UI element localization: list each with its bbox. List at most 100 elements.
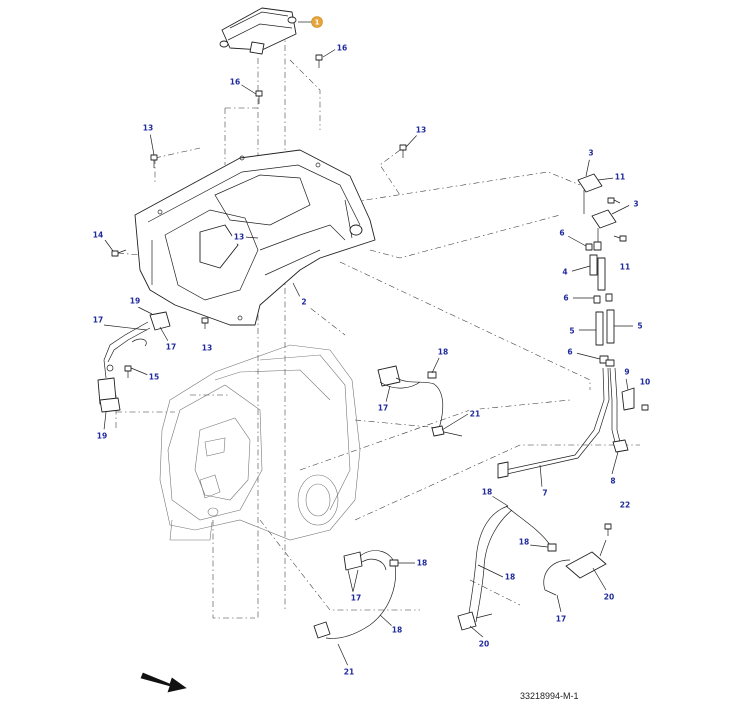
callout-1: 1 bbox=[311, 16, 323, 28]
callout-5b: 5 bbox=[633, 319, 647, 333]
callout-18d: 18 bbox=[503, 570, 517, 584]
callout-number: 1 bbox=[315, 19, 320, 27]
callout-number: 15 bbox=[149, 373, 159, 382]
callout-number: 17 bbox=[351, 594, 361, 603]
callout-11b: 11 bbox=[618, 260, 632, 274]
callout-number: 13 bbox=[143, 124, 153, 133]
callout-18b: 18 bbox=[480, 485, 494, 499]
bolt-22 bbox=[604, 523, 612, 536]
callout-number: 21 bbox=[344, 668, 354, 677]
bolt-15 bbox=[124, 365, 132, 378]
callout-number: 3 bbox=[633, 200, 638, 209]
callout-number: 16 bbox=[337, 44, 347, 53]
bolt-13a bbox=[150, 154, 158, 168]
bolt-11a bbox=[607, 197, 621, 204]
callout-number: 18 bbox=[482, 488, 492, 497]
bolt-11b bbox=[613, 235, 627, 242]
callout-19a: 19 bbox=[128, 294, 142, 308]
callout-18e: 18 bbox=[415, 556, 429, 570]
callout-number: 11 bbox=[615, 173, 625, 182]
callout-number: 18 bbox=[392, 626, 402, 635]
callout-number: 21 bbox=[470, 410, 480, 419]
callout-number: 19 bbox=[130, 297, 140, 306]
callout-number: 6 bbox=[559, 229, 564, 238]
bolt-10 bbox=[641, 404, 649, 411]
callout-number: 6 bbox=[567, 348, 572, 357]
callout-10: 10 bbox=[638, 375, 652, 389]
callout-number: 5 bbox=[569, 327, 574, 336]
callout-number: 10 bbox=[640, 378, 650, 387]
callout-17c: 17 bbox=[376, 401, 390, 415]
callout-8: 8 bbox=[606, 474, 620, 488]
callout-number: 16 bbox=[230, 78, 240, 87]
direction-arrow bbox=[140, 672, 187, 693]
callout-number: 19 bbox=[97, 432, 107, 441]
left-sensor-harness bbox=[97, 311, 171, 413]
drawing-reference-code: 33218994-M-1 bbox=[520, 691, 579, 701]
callout-11a: 11 bbox=[613, 170, 627, 184]
callout-7: 7 bbox=[538, 486, 552, 500]
callout-5a: 5 bbox=[565, 324, 579, 338]
callout-number: 17 bbox=[378, 404, 388, 413]
callout-number: 9 bbox=[624, 368, 629, 377]
callout-16b: 16 bbox=[228, 75, 242, 89]
callout-21a: 21 bbox=[468, 407, 482, 421]
callout-number: 18 bbox=[519, 538, 529, 547]
callout-number: 20 bbox=[479, 640, 489, 649]
callout-22: 22 bbox=[618, 498, 632, 512]
callout-number: 5 bbox=[637, 322, 642, 331]
bolt-16b bbox=[255, 90, 263, 104]
hose-fittings bbox=[585, 243, 615, 367]
bolt-13d bbox=[201, 317, 209, 329]
callout-number: 13 bbox=[202, 344, 212, 353]
callout-6c: 6 bbox=[563, 345, 577, 359]
callout-20a: 20 bbox=[477, 637, 491, 651]
leader-lines bbox=[103, 21, 634, 667]
callout-13a: 13 bbox=[141, 121, 155, 135]
callout-number: 20 bbox=[604, 593, 614, 602]
callout-13c: 13 bbox=[232, 230, 246, 244]
callout-number: 2 bbox=[301, 298, 306, 307]
callout-6a: 6 bbox=[555, 226, 569, 240]
callout-number: 14 bbox=[93, 231, 103, 240]
middle-sensor-harness bbox=[377, 365, 463, 437]
callout-13d: 13 bbox=[200, 341, 214, 355]
callout-17a: 17 bbox=[91, 313, 105, 327]
callout-18c: 18 bbox=[517, 535, 531, 549]
callout-13b: 13 bbox=[414, 123, 428, 137]
callout-number: 22 bbox=[620, 501, 630, 510]
callout-6b: 6 bbox=[559, 291, 573, 305]
callout-18f: 18 bbox=[390, 623, 404, 637]
callout-20b: 20 bbox=[602, 590, 616, 604]
callout-number: 17 bbox=[556, 615, 566, 624]
callout-number: 13 bbox=[234, 233, 244, 242]
callout-number: 4 bbox=[562, 268, 567, 277]
callout-number: 18 bbox=[438, 348, 448, 357]
callout-4: 4 bbox=[558, 265, 572, 279]
callout-19b: 19 bbox=[95, 429, 109, 443]
callout-15: 15 bbox=[147, 370, 161, 384]
callout-17d: 17 bbox=[349, 591, 363, 605]
callout-number: 6 bbox=[563, 294, 568, 303]
callout-17e: 17 bbox=[554, 612, 568, 626]
pressure-sensors bbox=[577, 173, 617, 251]
lower-right-sensor-harness bbox=[457, 505, 607, 631]
aftertreatment-unit bbox=[159, 344, 361, 541]
callout-14: 14 bbox=[91, 228, 105, 242]
bolt-14 bbox=[111, 249, 127, 257]
callout-number: 13 bbox=[416, 126, 426, 135]
callout-18a: 18 bbox=[436, 345, 450, 359]
callout-number: 17 bbox=[93, 316, 103, 325]
callout-number: 18 bbox=[417, 559, 427, 568]
callout-16a: 16 bbox=[335, 41, 349, 55]
callout-number: 11 bbox=[620, 263, 630, 272]
hoses bbox=[589, 254, 615, 346]
callout-3a: 3 bbox=[584, 146, 598, 160]
callout-number: 8 bbox=[610, 477, 615, 486]
callout-number: 18 bbox=[505, 573, 515, 582]
callout-21b: 21 bbox=[342, 665, 356, 679]
callout-17b: 17 bbox=[164, 340, 178, 354]
bolt-13b bbox=[399, 144, 407, 158]
